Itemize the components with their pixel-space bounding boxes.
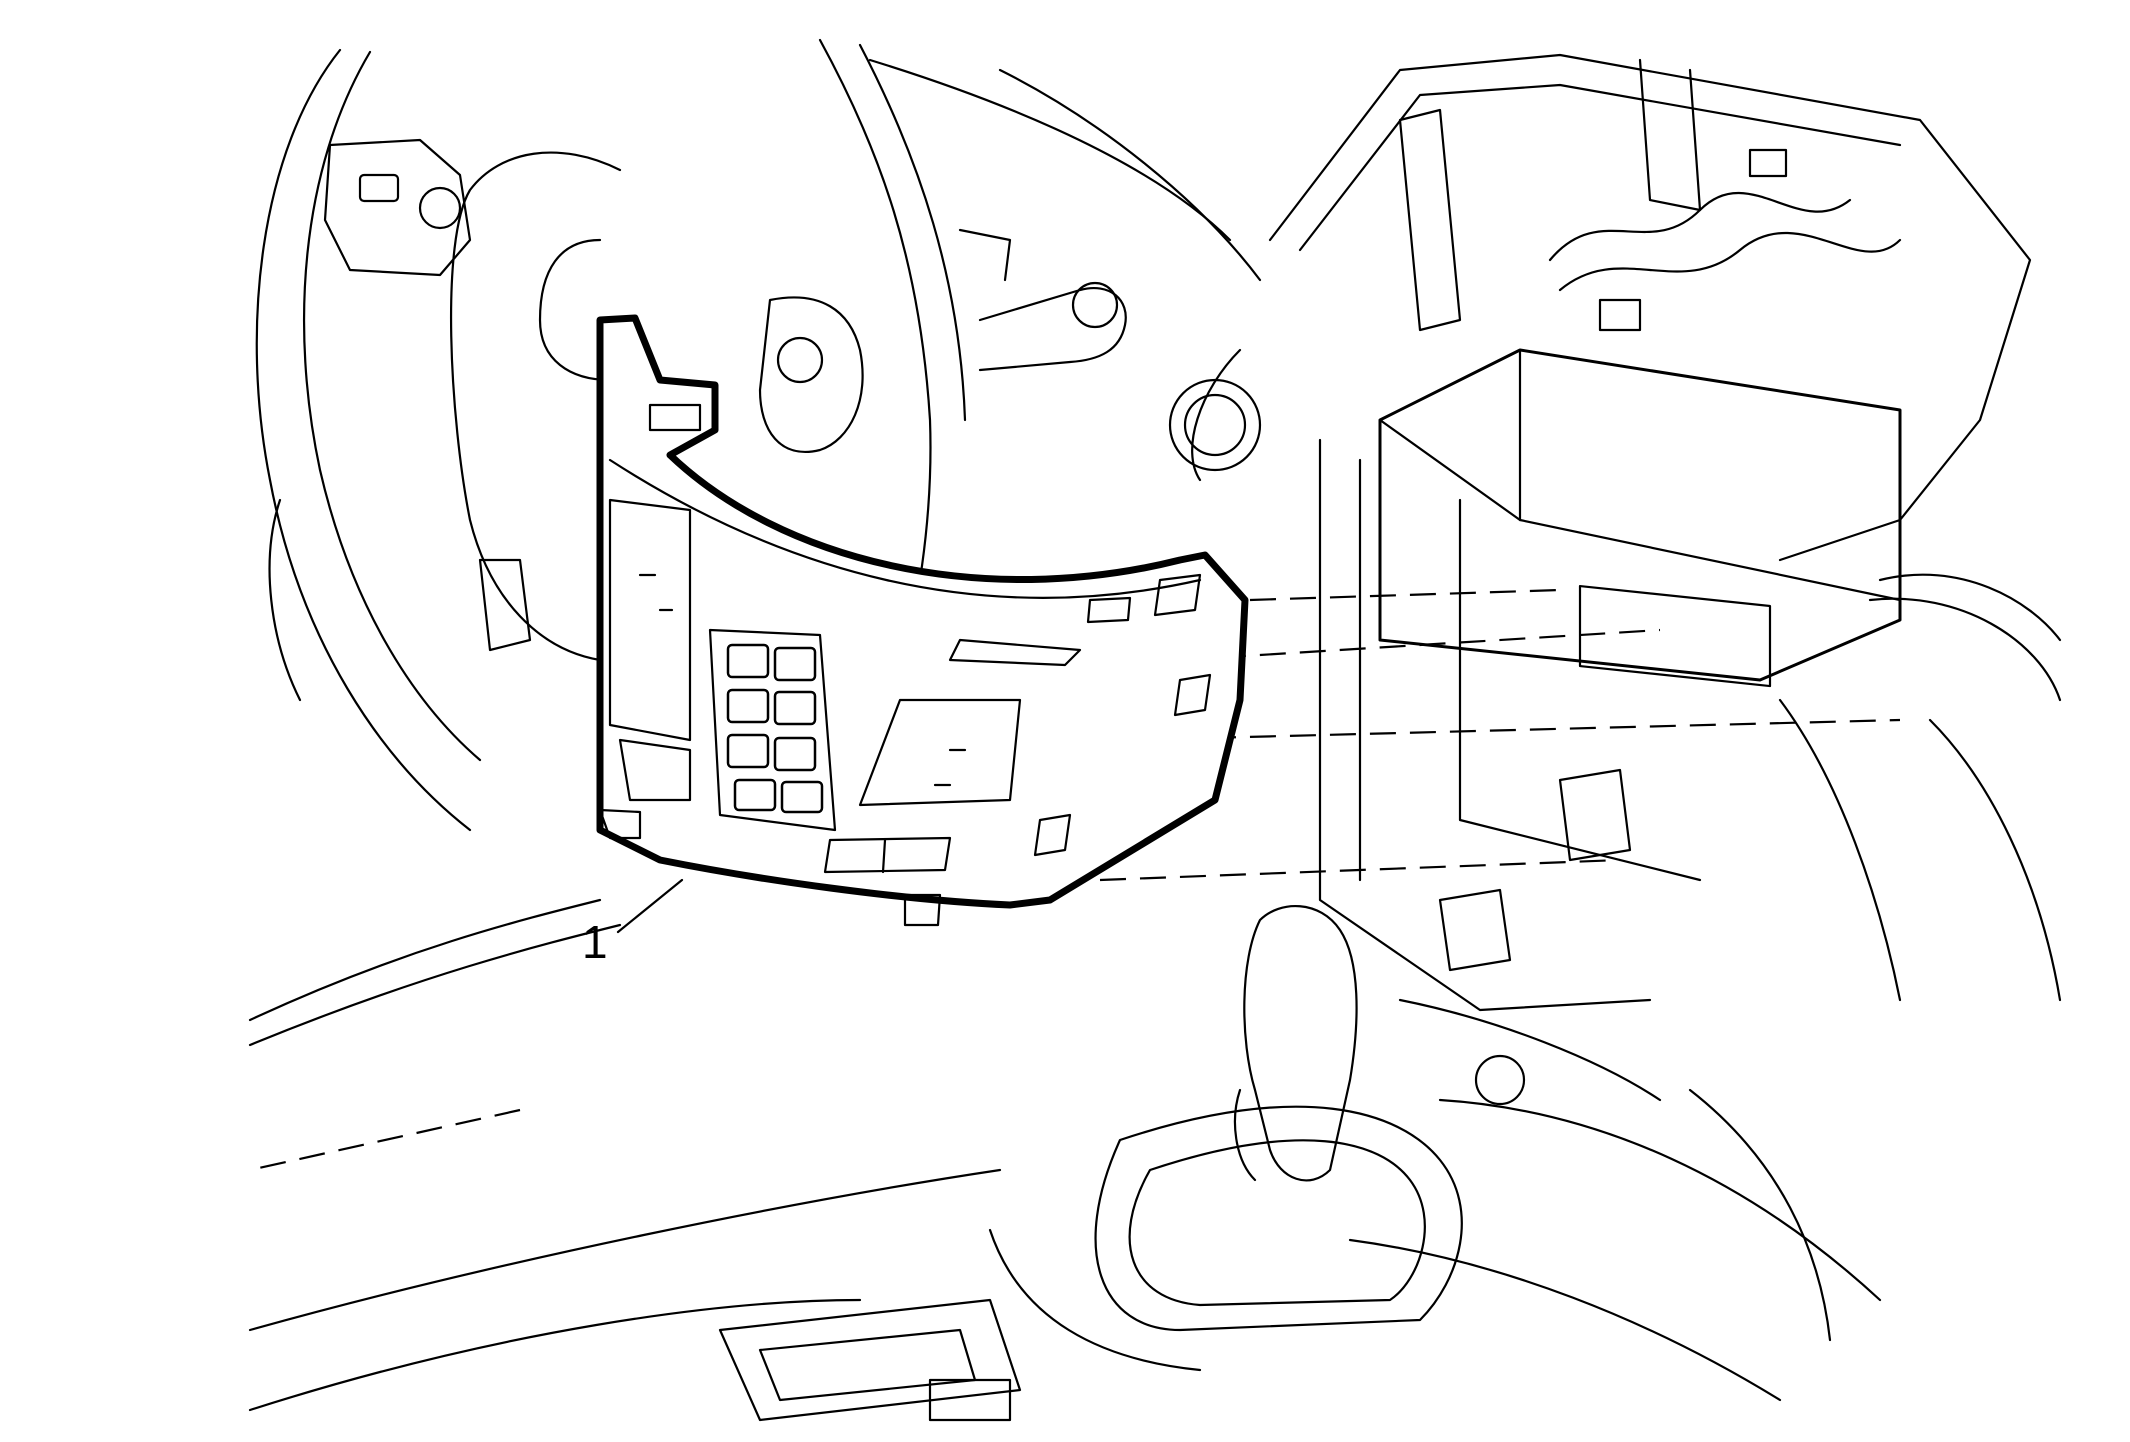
- button-cluster: [726, 643, 824, 814]
- steering-column: [958, 228, 1127, 372]
- callout-leader: [616, 878, 684, 934]
- steering-wheel: [248, 38, 967, 1047]
- dashed-lines: [249, 588, 1901, 1172]
- floor-console: [248, 904, 1882, 1422]
- control-faceplate: [596, 314, 1249, 927]
- radio-chassis: [1268, 53, 2032, 1342]
- callout-label-1: 1: [582, 916, 608, 968]
- instrument-panel: [868, 58, 2062, 1002]
